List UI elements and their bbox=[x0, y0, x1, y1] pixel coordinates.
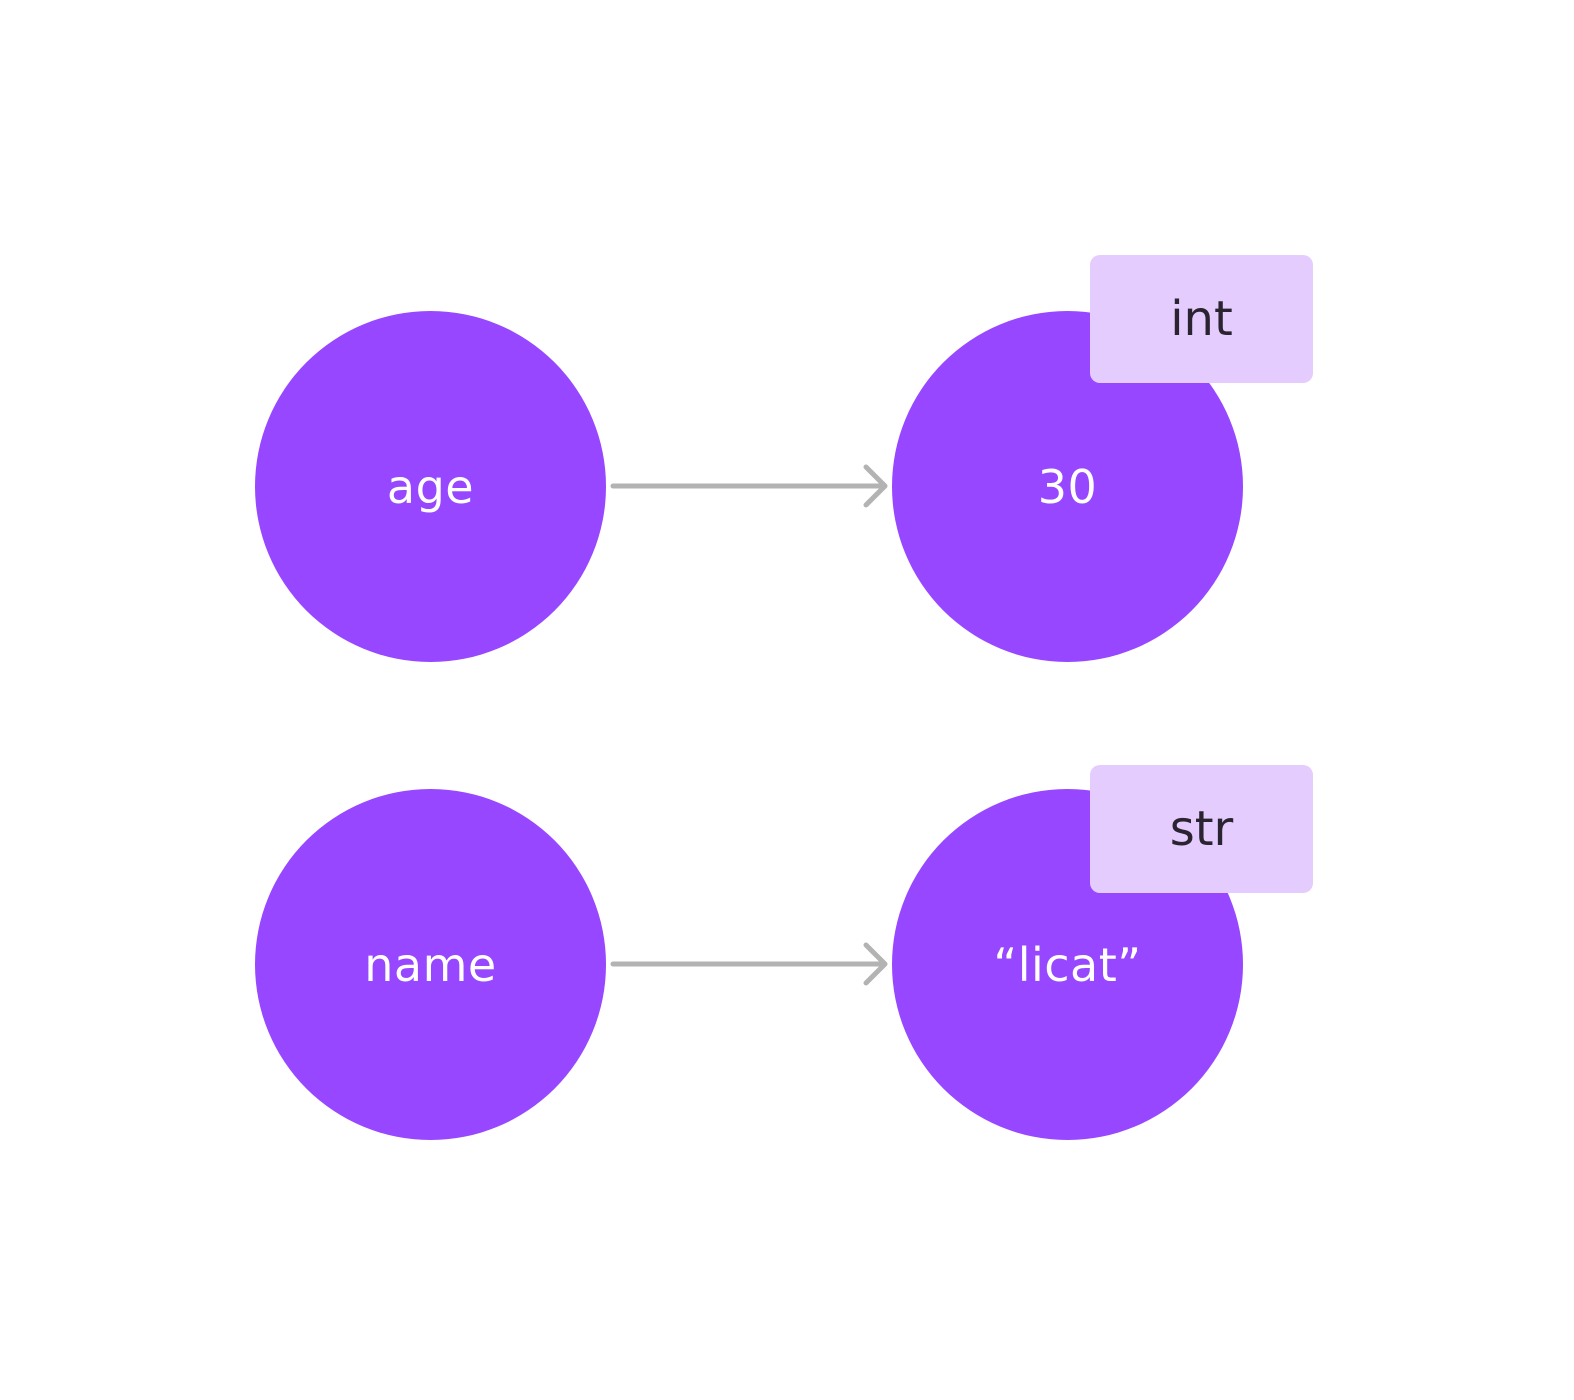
type-label-int: int bbox=[1170, 291, 1233, 347]
variable-node-name: name bbox=[255, 789, 606, 1140]
variable-node-age: age bbox=[255, 311, 606, 662]
variable-label-age: age bbox=[386, 459, 475, 514]
type-tag-str: str bbox=[1090, 765, 1313, 893]
variable-label-name: name bbox=[364, 937, 497, 992]
type-tag-int: int bbox=[1090, 255, 1313, 383]
value-label-licat: “licat” bbox=[993, 937, 1142, 992]
value-label-30: 30 bbox=[1037, 459, 1098, 514]
type-label-str: str bbox=[1169, 801, 1234, 857]
arrow-name-to-value bbox=[610, 942, 888, 986]
arrow-age-to-value bbox=[610, 464, 888, 508]
